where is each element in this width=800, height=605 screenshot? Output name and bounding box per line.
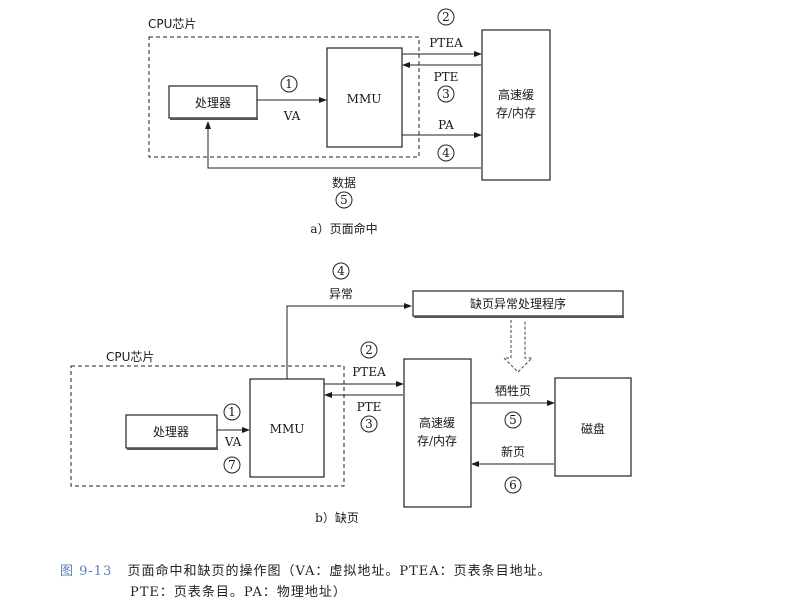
caption-text-line2: PTE：页表条目。PA：物理地址） <box>130 585 347 600</box>
step-circle-4-a <box>437 144 455 162</box>
edge-label-exception-b: 异常 <box>329 287 353 301</box>
step-circle-1-b <box>223 403 241 421</box>
memory-label-line2-a: 存/内存 <box>496 106 536 120</box>
handler-to-memory-arrow-b <box>502 320 534 373</box>
step-number-3-a: 3 <box>442 87 450 101</box>
cpu-chip-boundary-a <box>148 36 420 158</box>
memory-label-line1-b: 高速缓 <box>419 415 455 430</box>
step-number-6-b: 6 <box>509 478 517 492</box>
cpu-chip-label-a: CPU芯片 <box>148 17 196 31</box>
subtitle-b: b）缺页 <box>315 510 359 525</box>
memory-box-a <box>481 29 551 181</box>
processor-label-b: 处理器 <box>153 425 189 439</box>
step-number-5-a: 5 <box>340 193 348 207</box>
figure-number: 图 9-13 <box>60 564 113 579</box>
step-circle-5-b <box>504 411 522 429</box>
cpu-chip-label-b: CPU芯片 <box>106 350 154 364</box>
step-circle-1-a <box>280 75 298 93</box>
edge-label-pa-a: PA <box>438 118 454 132</box>
step-circle-3-a <box>437 85 455 103</box>
step-circle-6-b <box>504 476 522 494</box>
memory-label-line1-a: 高速缓 <box>498 87 534 102</box>
edge-label-va-b: VA <box>224 435 242 449</box>
step-number-4-b: 4 <box>337 264 345 278</box>
memory-box-b <box>403 358 472 508</box>
mmu-label-b: MMU <box>270 422 305 436</box>
edge-label-pte-a: PTE <box>434 70 459 84</box>
edge-label-ptea-b: PTEA <box>352 365 386 379</box>
processor-box-b <box>125 414 218 449</box>
mmu-label-a: MMU <box>347 92 382 106</box>
edge-exception-b <box>286 303 412 379</box>
mmu-box-a <box>326 47 403 148</box>
edge-label-data-a: 数据 <box>332 175 356 190</box>
caption-line1: 图 9-13 页面命中和缺页的操作图（VA：虚拟地址。PTEA：页表条目地址。 <box>60 560 552 579</box>
handler-label-b: 缺页异常处理程序 <box>470 296 566 311</box>
step-circle-2-a <box>437 8 455 26</box>
step-number-1-a: 1 <box>285 77 293 91</box>
memory-label-line2-b: 存/内存 <box>417 434 457 448</box>
step-circle-2-b <box>360 341 378 359</box>
step-circle-7-b <box>223 456 241 474</box>
diagram-a: CPU芯片 处理器 MMU 高速缓 存/内存 1 VA 2 PTEA PTE 3… <box>148 8 551 236</box>
subtitle-a: a）页面命中 <box>310 221 377 236</box>
step-number-4-a: 4 <box>442 146 450 160</box>
disk-box-b <box>554 377 632 477</box>
processor-label-a: 处理器 <box>195 96 231 110</box>
step-circle-5-a <box>335 191 353 209</box>
step-number-3-b: 3 <box>365 417 373 431</box>
edge-label-pte-b: PTE <box>357 400 382 414</box>
step-circle-3-b <box>360 415 378 433</box>
caption-text-line1: 页面命中和缺页的操作图（VA：虚拟地址。PTEA：页表条目地址。 <box>127 564 552 579</box>
step-number-1-b: 1 <box>228 405 236 419</box>
edge-label-newpage-b: 新页 <box>501 444 525 459</box>
step-number-7-b: 7 <box>228 458 236 472</box>
step-circle-4-b <box>332 262 350 280</box>
step-number-2-a: 2 <box>442 10 450 24</box>
step-number-2-b: 2 <box>365 343 373 357</box>
edge-label-ptea-a: PTEA <box>429 36 463 50</box>
diagram-b: 缺页异常处理程序 4 异常 CPU芯片 处理器 MMU 高速缓 存/内存 磁盘 … <box>70 262 632 525</box>
cpu-chip-boundary-b <box>70 365 345 487</box>
edge-label-victim-b: 牺牲页 <box>495 384 531 398</box>
mmu-box-b <box>249 378 325 478</box>
edge-data-a <box>205 121 481 169</box>
edge-label-va-a: VA <box>283 109 301 123</box>
handler-box-b <box>412 290 624 317</box>
disk-label-b: 磁盘 <box>581 421 605 436</box>
step-number-5-b: 5 <box>509 413 517 427</box>
